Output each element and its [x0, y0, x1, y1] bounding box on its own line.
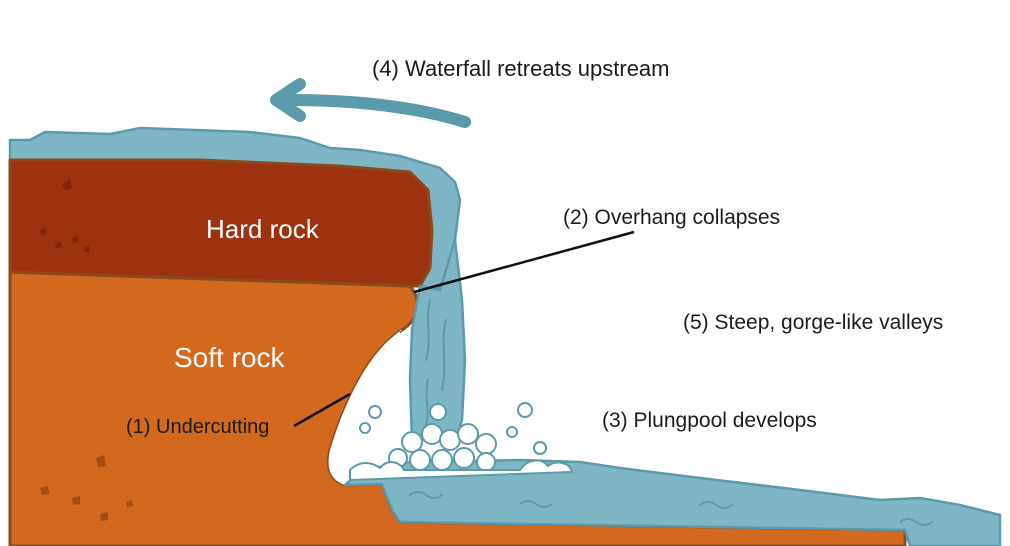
arrow-left-icon — [270, 78, 471, 128]
valleys-label: (5) Steep, gorge-like valleys — [683, 311, 943, 334]
undercutting-label: (1) Undercutting — [126, 416, 269, 438]
hard-rock-layer — [8, 158, 434, 288]
pool-ripples — [409, 491, 933, 526]
soft-rock-speckles — [40, 455, 133, 521]
retreat-label: (4) Waterfall retreats upstream — [372, 56, 670, 81]
foam-splash — [349, 459, 573, 481]
undercutting-leader-line — [293, 392, 351, 428]
overhang-leader-line — [413, 230, 635, 294]
foam-bubbles-icon — [359, 402, 547, 472]
hard-rock-label: Hard rock — [206, 214, 320, 244]
undercut-hollow — [328, 330, 402, 485]
falling-water-streaks — [425, 299, 447, 426]
overhang-label: (2) Overhang collapses — [563, 206, 780, 229]
soft-rock-label: Soft rock — [174, 342, 285, 373]
plungepool-label: (3) Plungpool develops — [602, 409, 817, 432]
hard-rock-speckles — [40, 180, 90, 252]
